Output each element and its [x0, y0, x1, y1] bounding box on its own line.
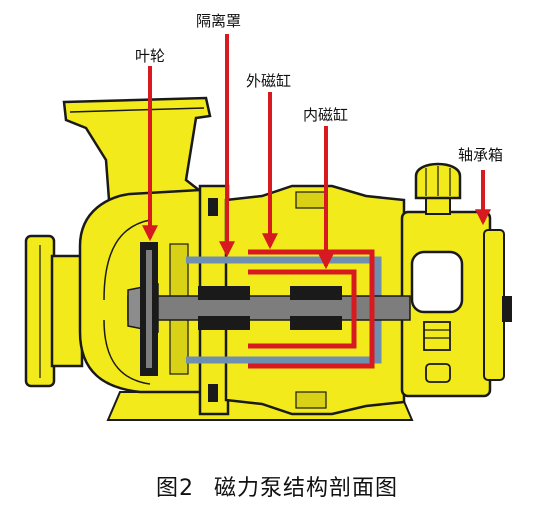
label-isolation-sleeve: 隔离罩 — [196, 12, 242, 30]
label-inner-magnet: 内磁缸 — [303, 106, 349, 124]
label-impeller: 叶轮 — [135, 47, 166, 65]
inner-magnet-blocks — [198, 286, 342, 330]
figure-caption: 图2 磁力泵结构剖面图 — [156, 476, 398, 501]
outer-magnet-shape — [248, 249, 375, 369]
inlet-flange — [24, 234, 84, 388]
pointer-arrows — [142, 34, 491, 270]
inner-magnet-shape — [248, 269, 357, 349]
bearing-box-body — [400, 210, 512, 398]
impeller-shape — [140, 242, 158, 376]
pump-shaft — [127, 295, 411, 321]
breather-cap — [414, 162, 462, 215]
label-bearing-box: 轴承箱 — [458, 146, 504, 164]
label-outer-magnet: 外磁缸 — [246, 72, 292, 90]
